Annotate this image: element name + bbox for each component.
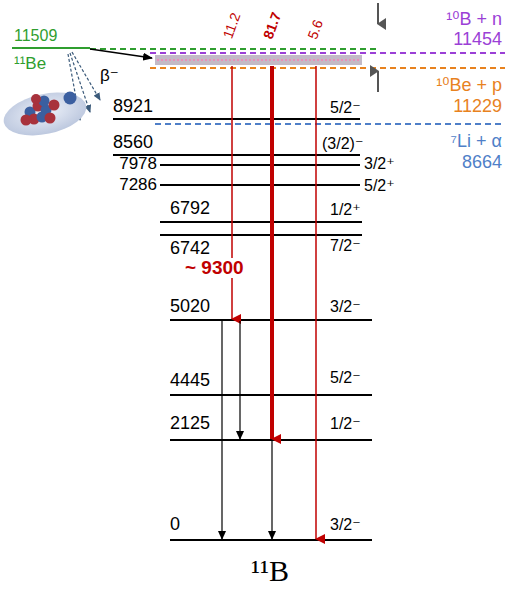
threshold-energy: 11454	[453, 30, 502, 50]
level-energy: 5020	[170, 297, 210, 317]
parent-level-line	[12, 47, 90, 49]
parent-nucleus: ¹¹Be	[14, 55, 46, 74]
level-spin: 5/2⁻	[330, 99, 361, 117]
gamma-arrow	[315, 66, 317, 539]
bracket-arrow	[377, 71, 379, 92]
branching-ratio: 5.6	[305, 18, 326, 42]
level-spin: 7/2⁻	[330, 237, 361, 255]
parent-energy: 11509	[14, 27, 57, 45]
level-spin: 1/2⁻	[330, 415, 361, 433]
gamma-arrow	[271, 441, 272, 539]
level-energy: 0	[170, 515, 180, 535]
threshold-channel: ¹⁰B + n	[446, 10, 502, 30]
parent-level-dashed	[90, 48, 378, 50]
alpha-threshold-line	[155, 123, 505, 125]
level-energy: 8921	[113, 97, 153, 117]
beta-branch-arrow	[72, 52, 100, 100]
level-spin: 3/2⁻	[330, 516, 361, 534]
level-lines	[113, 119, 372, 540]
threshold-energy: 8664	[462, 153, 502, 173]
beta-arrow	[90, 49, 152, 58]
level-spin: 5/2⁻	[330, 369, 361, 387]
gamma-arrow-strong	[270, 66, 274, 439]
threshold-channel: ⁷Li + α	[451, 132, 502, 152]
gamma-arrow	[221, 321, 222, 539]
level-spin: 1/2⁺	[330, 201, 361, 219]
gamma-arrow	[231, 66, 233, 319]
level-energy: 2125	[170, 414, 210, 434]
level-energy: 7286	[119, 176, 157, 195]
resonance-centroid	[157, 59, 360, 61]
resonance-band	[155, 55, 362, 65]
nucleus-illustration	[0, 86, 90, 143]
level-energy: 4445	[170, 371, 210, 391]
threshold-energy: 11229	[453, 97, 502, 117]
threshold-channel: ¹⁰Be + p	[436, 76, 502, 96]
level-spin: 3/2⁺	[364, 155, 395, 173]
level-energy: 8560	[113, 133, 153, 153]
level-energy: 6792	[170, 199, 210, 219]
level-spin: 5/2⁺	[364, 177, 395, 195]
gamma-energy: ~ 9300	[182, 258, 247, 279]
nucleus-name: ¹¹B	[251, 554, 289, 587]
bracket-arrow	[377, 3, 379, 24]
branching-ratio: 11.2	[220, 11, 243, 41]
level-energy: 6742	[170, 239, 210, 259]
level-spin: 3/2⁻	[330, 298, 361, 316]
level-energy: 7978	[119, 155, 157, 174]
neutron-threshold-line	[150, 52, 505, 54]
proton-threshold-line	[150, 67, 505, 69]
gamma-arrow	[239, 321, 240, 439]
level-spin: (3/2)⁻	[322, 135, 363, 153]
decay-mode: β⁻	[100, 67, 119, 86]
branching-ratio: 81.7	[261, 11, 285, 42]
